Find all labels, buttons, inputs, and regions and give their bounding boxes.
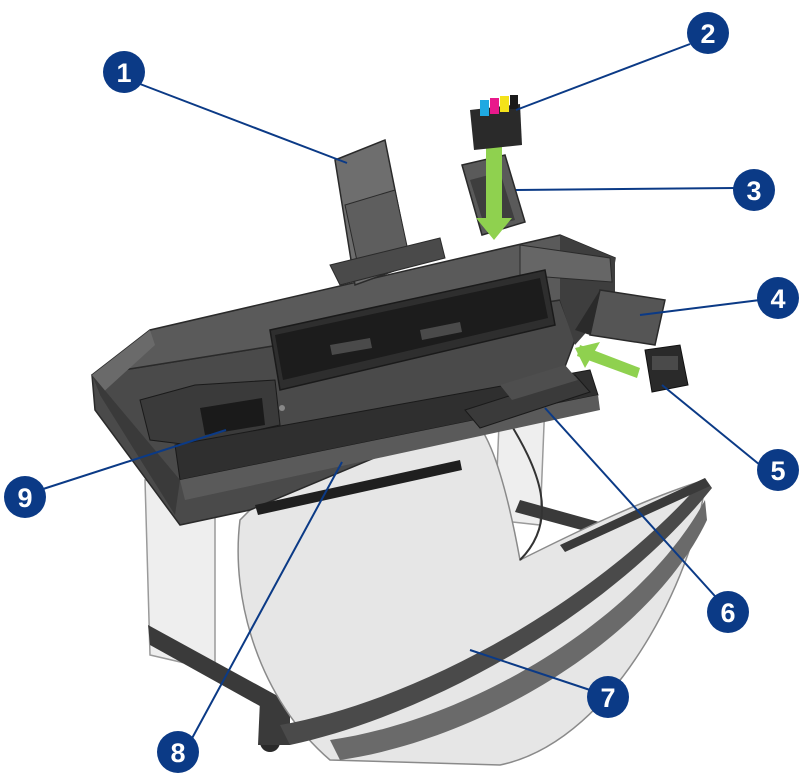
callout-badges: 1 2 3 4 5 6 7 8 bbox=[4, 12, 799, 773]
printhead bbox=[644, 344, 689, 393]
callout-1-number: 1 bbox=[116, 58, 131, 88]
callout-6: 6 bbox=[707, 591, 749, 633]
callout-8: 8 bbox=[157, 731, 199, 773]
callout-7-number: 7 bbox=[600, 683, 615, 713]
callout-7: 7 bbox=[587, 676, 629, 718]
callout-5-number: 5 bbox=[770, 456, 785, 486]
callout-2: 2 bbox=[687, 12, 729, 54]
callout-3: 3 bbox=[733, 169, 775, 211]
front-panel-screen bbox=[200, 398, 265, 435]
callout-6-number: 6 bbox=[720, 598, 735, 628]
callout-1: 1 bbox=[103, 51, 145, 93]
callout-4: 4 bbox=[757, 277, 799, 319]
callout-3-number: 3 bbox=[746, 176, 761, 206]
leader-lines bbox=[39, 43, 761, 743]
input-tray bbox=[329, 138, 446, 287]
callout-2-number: 2 bbox=[700, 19, 715, 49]
ink-cartridges bbox=[470, 95, 522, 150]
printhead-door bbox=[575, 289, 666, 346]
callout-9-number: 9 bbox=[17, 483, 32, 513]
basket bbox=[237, 414, 712, 766]
output-tray bbox=[464, 365, 591, 429]
callout-4-number: 4 bbox=[770, 284, 785, 314]
printhead-arrow bbox=[575, 342, 640, 378]
callout-5: 5 bbox=[757, 449, 799, 491]
callout-8-number: 8 bbox=[170, 738, 185, 768]
cartridge-arrow bbox=[476, 140, 512, 240]
callout-9: 9 bbox=[4, 476, 46, 518]
